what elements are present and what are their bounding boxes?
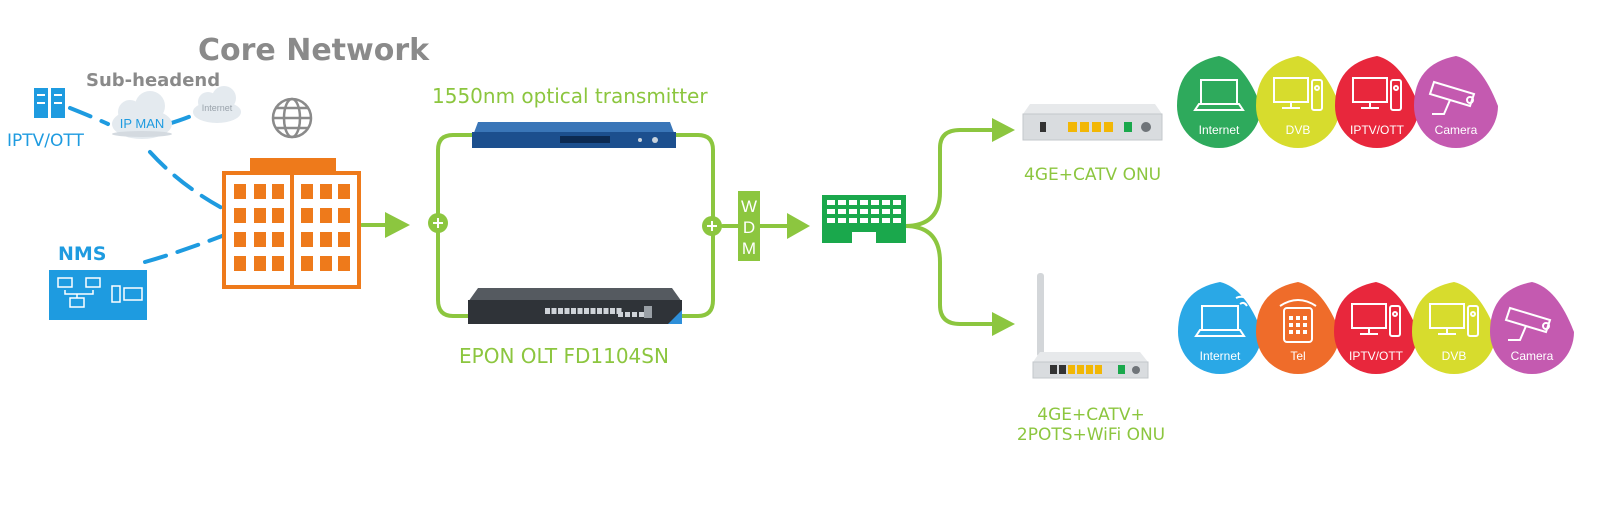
wdm-letter-d: D: [743, 218, 755, 237]
tv-icon: [1429, 303, 1479, 337]
service-label: DVB: [1286, 123, 1311, 137]
subheadend-title: Sub-headend: [86, 70, 221, 91]
service-label: IPTV/OTT: [1350, 123, 1405, 137]
service-label: Camera: [1511, 349, 1554, 363]
server-icon: [34, 88, 65, 118]
fiber-arrows: [385, 118, 1015, 336]
onu-wifi-label-line2: 2POTS+WiFi ONU: [1016, 425, 1166, 446]
arrow-wdm-out: [787, 213, 810, 239]
fiber-to-transmitter: [436, 133, 477, 224]
internet-cloud-icon: [193, 86, 241, 123]
fiber-from-transmitter: [673, 133, 715, 228]
service-bubble: [1178, 282, 1262, 374]
service-dvb: DVB: [1256, 56, 1340, 148]
service-iptv-ott: IPTV/OTT: [1335, 56, 1419, 149]
iptv-ott-label: IPTV/OTT: [7, 131, 84, 151]
link-iptv-ipman: [68, 106, 110, 126]
phone-icon: [1279, 299, 1317, 343]
service-label: DVB: [1442, 349, 1467, 363]
tv-icon: [1273, 77, 1323, 111]
olt-label: EPON OLT FD1104SN: [459, 344, 669, 368]
service-label: Camera: [1435, 123, 1478, 137]
core-network-title: Core Network: [198, 33, 430, 68]
core-building-icon: [222, 158, 361, 289]
fiber-to-olt: [436, 220, 472, 318]
epon-olt-device: [468, 288, 682, 324]
nms-monitor-icon: [49, 270, 147, 320]
service-internet: Internet: [1178, 282, 1262, 374]
arrow-core-out: [385, 212, 410, 238]
camera-icon: [1428, 80, 1476, 115]
computer-icon: [1352, 77, 1402, 111]
ip-man-cloud-icon: [112, 91, 172, 139]
services-catv: Internet DVB IPTV/OTT Camera: [1177, 56, 1498, 149]
service-label: Internet: [1199, 123, 1240, 137]
wdm-box: [738, 191, 760, 261]
service-label: Internet: [1200, 349, 1241, 363]
computer-icon: [1351, 303, 1401, 337]
service-camera: Camera: [1414, 56, 1498, 148]
service-bubble: [1256, 282, 1340, 374]
fiber-from-olt: [678, 224, 715, 318]
fiber-to-onu-catv: [903, 128, 997, 228]
arrow-onu-wifi: [992, 312, 1015, 336]
service-label: Tel: [1290, 349, 1305, 363]
internet-cloud-label: Internet: [202, 103, 233, 113]
service-dvb: DVB: [1412, 282, 1496, 374]
ip-man-label: IP MAN: [120, 116, 165, 131]
optical-transmitter-device: [472, 122, 676, 148]
fiber-to-onu-wifi: [903, 224, 997, 326]
wdm-letter-m: M: [742, 239, 756, 258]
camera-icon: [1504, 306, 1552, 341]
wdm-letter-w: W: [741, 197, 757, 216]
arrow-onu-catv: [992, 118, 1015, 142]
combiner-icon: [702, 216, 722, 236]
onu-wifi-label-line1: 4GE+CATV+: [1037, 405, 1145, 425]
onu-catv-device: [1022, 104, 1163, 141]
service-internet: Internet: [1177, 56, 1261, 148]
service-label: IPTV/OTT: [1349, 349, 1404, 363]
wifi-icon: [1194, 295, 1251, 337]
service-bubble: [1177, 56, 1261, 148]
fiber-lines: [360, 128, 997, 326]
service-camera: Camera: [1490, 282, 1574, 374]
services-wifi: Internet Tel IPTV/OTT DVB Camera: [1178, 282, 1574, 374]
nms-label: NMS: [58, 243, 107, 265]
laptop-icon: [1193, 79, 1245, 111]
link-ipman-core: [148, 150, 224, 210]
onu-catv-label: 4GE+CATV ONU: [1024, 165, 1162, 185]
onu-wifi-device: [1032, 273, 1149, 379]
distribution-box-icon: [822, 195, 906, 244]
service-tel: Tel: [1256, 282, 1340, 374]
service-iptv-ott: IPTV/OTT: [1334, 282, 1418, 374]
globe-icon: [271, 97, 313, 139]
splitter-icon: [428, 213, 448, 233]
link-nms-core: [143, 234, 224, 264]
transmitter-label: 1550nm optical transmitter: [432, 84, 708, 108]
onu-wifi-label: 4GE+CATV+ 2POTS+WiFi ONU: [1008, 405, 1174, 446]
